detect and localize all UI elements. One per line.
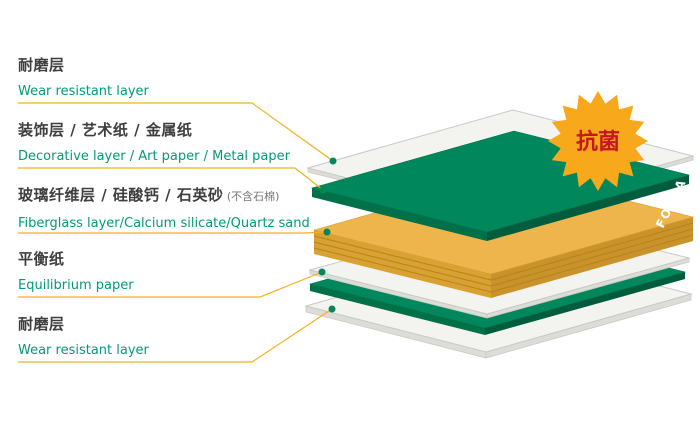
antibacterial-badge: 抗菌 — [548, 91, 648, 191]
core-ridge-line — [490, 234, 694, 293]
label-block-3: 玻璃纤维层 / 硅酸钙 / 石英砂 (不含石棉) Fiberglass laye… — [18, 185, 330, 232]
label-zh-2: 装饰层 / 艺术纸 / 金属纸 — [18, 121, 193, 139]
connector-line-3 — [18, 231, 328, 234]
label-zh-4: 平衡纸 — [18, 250, 65, 268]
sheet-right-face — [485, 272, 685, 335]
layer-dot-1 — [329, 157, 337, 165]
sheet-left-face — [310, 284, 485, 335]
sheet-left-face — [312, 188, 487, 241]
label-en-2: Decorative layer / Art paper / Metal pap… — [18, 149, 290, 164]
layer-dot-4 — [318, 268, 326, 276]
layer-dot-5 — [328, 305, 336, 313]
label-en-5: Wear resistant layer — [18, 343, 149, 358]
connector-line-5 — [18, 308, 333, 363]
layer-dot-2 — [319, 186, 327, 194]
label-block-2: 装饰层 / 艺术纸 / 金属纸 Decorative layer / Art p… — [18, 120, 330, 165]
label-block-4: 平衡纸 Equilibrium paper — [18, 249, 330, 294]
label-en-3: Fiberglass layer/Calcium silicate/Quartz… — [18, 216, 310, 231]
label-zh-5: 耐磨层 — [18, 315, 65, 333]
starburst-icon — [548, 91, 648, 191]
core-ridge-line — [490, 228, 694, 287]
badge-label: 抗菌 — [576, 129, 620, 155]
core-ridge-line — [313, 241, 492, 287]
label-en-4: Equilibrium paper — [18, 278, 134, 293]
layer-dot-3 — [323, 228, 331, 236]
label-zh-3: 玻璃纤维层 / 硅酸钙 / 石英砂 (不含石棉) — [18, 186, 280, 204]
core-ridge-line — [490, 222, 694, 281]
core-ridge-line — [313, 247, 492, 293]
core-ridge-line — [313, 235, 492, 281]
label-zh-1: 耐磨层 — [18, 56, 65, 74]
label-en-1: Wear resistant layer — [18, 84, 149, 99]
connector-line-4 — [18, 271, 323, 298]
connector-line-1 — [18, 102, 334, 162]
label-note-3: (不含石棉) — [223, 190, 280, 203]
label-block-1: 耐磨层 Wear resistant layer — [18, 55, 330, 100]
connector-line-2 — [18, 167, 324, 191]
sheet-right-face — [487, 175, 689, 241]
label-block-5: 耐磨层 Wear resistant layer — [18, 314, 330, 359]
